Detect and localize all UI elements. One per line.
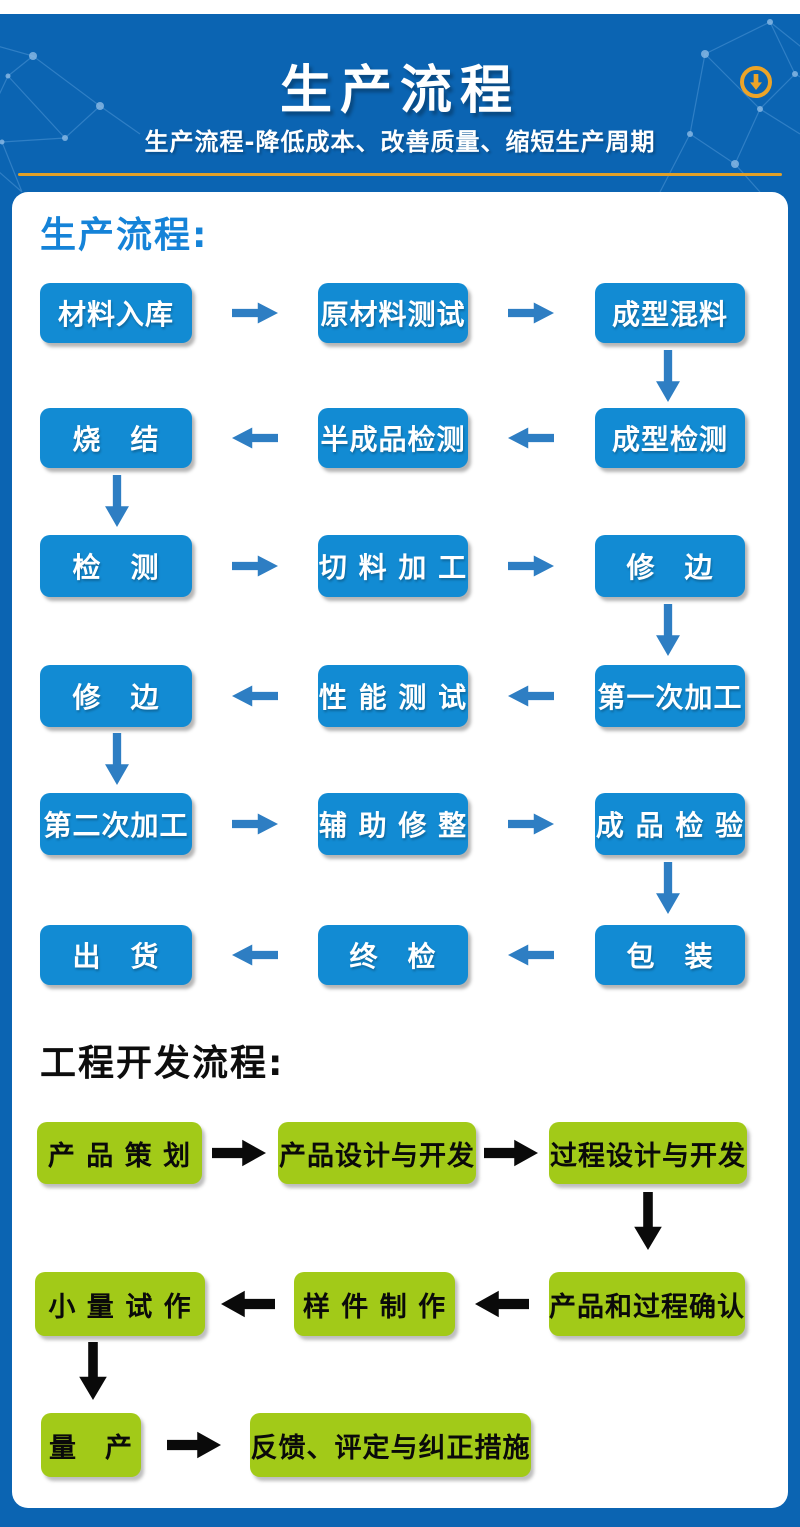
flow-step-box: 产品设计与开发 — [278, 1122, 476, 1184]
arrow-right-icon — [232, 555, 278, 577]
arrow-down-icon — [656, 604, 680, 656]
flow-step-box: 原材料测试 — [318, 283, 468, 343]
arrow-down-icon — [656, 350, 680, 402]
flow-step-box: 包 装 — [595, 925, 745, 985]
flow-step-box: 检 测 — [40, 535, 192, 597]
flow-step-box: 成型混料 — [595, 283, 745, 343]
arrow-left-icon — [232, 427, 278, 449]
arrow-down-icon — [105, 733, 129, 785]
top-white-strip — [0, 0, 800, 14]
arrow-left-icon — [221, 1290, 275, 1318]
flow-step-box: 反馈、评定与纠正措施 — [250, 1413, 531, 1477]
flow-step-box: 产品和过程确认 — [549, 1272, 745, 1336]
arrow-left-icon — [232, 685, 278, 707]
flow-step-box: 第二次加工 — [40, 793, 192, 855]
arrow-left-icon — [508, 427, 554, 449]
flow-step-box: 量 产 — [41, 1413, 141, 1477]
arrow-right-icon — [508, 555, 554, 577]
flow-step-box: 修 边 — [595, 535, 745, 597]
flowchart-area: 材料入库原材料测试成型混料烧 结半成品检测成型检测检 测切 料 加 工修 边修 … — [12, 192, 788, 1508]
flow-step-box: 辅 助 修 整 — [318, 793, 468, 855]
flow-step-box: 第一次加工 — [595, 665, 745, 727]
flow-step-box: 样 件 制 作 — [294, 1272, 455, 1336]
arrow-right-icon — [212, 1139, 266, 1167]
flow-step-box: 产 品 策 划 — [37, 1122, 202, 1184]
production-flow-heading: 生产流程: — [40, 215, 209, 256]
arrow-right-icon — [484, 1139, 538, 1167]
arrow-right-icon — [508, 302, 554, 324]
flow-step-box: 切 料 加 工 — [318, 535, 468, 597]
flow-step-box: 终 检 — [318, 925, 468, 985]
arrow-left-icon — [508, 944, 554, 966]
flow-step-box: 出 货 — [40, 925, 192, 985]
content-card: 生产流程: 工程开发流程: 材料入库 原材料测试 成型混料烧 结 半成品检测 成型检测检… — [12, 192, 788, 1508]
flow-step-box: 修 边 — [40, 665, 192, 727]
page-title: 生产流程 — [279, 61, 520, 121]
arrow-right-icon — [508, 813, 554, 835]
circle-down-arrow-icon[interactable] — [740, 66, 772, 98]
arrow-left-icon — [232, 944, 278, 966]
flow-step-box: 烧 结 — [40, 408, 192, 468]
engineering-flow-heading: 工程开发流程: — [40, 1043, 285, 1084]
flow-step-box: 性 能 测 试 — [318, 665, 468, 727]
down-arrow-glyph — [750, 74, 762, 90]
accent-divider — [18, 173, 782, 176]
page-subtitle: 生产流程-降低成本、改善质量、缩短生产周期 — [144, 128, 656, 156]
arrow-right-icon — [232, 813, 278, 835]
flow-step-box: 材料入库 — [40, 283, 192, 343]
flow-step-box: 成型检测 — [595, 408, 745, 468]
arrow-left-icon — [475, 1290, 529, 1318]
arrow-right-icon — [232, 302, 278, 324]
page-header: 生产流程 生产流程-降低成本、改善质量、缩短生产周期 — [0, 14, 800, 192]
arrow-left-icon — [508, 685, 554, 707]
flow-step-box: 小 量 试 作 — [35, 1272, 205, 1336]
arrow-down-icon — [79, 1342, 107, 1400]
flow-step-box: 半成品检测 — [318, 408, 468, 468]
arrow-right-icon — [167, 1431, 221, 1459]
arrow-down-icon — [105, 475, 129, 527]
arrow-down-icon — [634, 1192, 662, 1250]
arrow-down-icon — [656, 862, 680, 914]
flow-step-box: 过程设计与开发 — [549, 1122, 747, 1184]
flow-step-box: 成 品 检 验 — [595, 793, 745, 855]
